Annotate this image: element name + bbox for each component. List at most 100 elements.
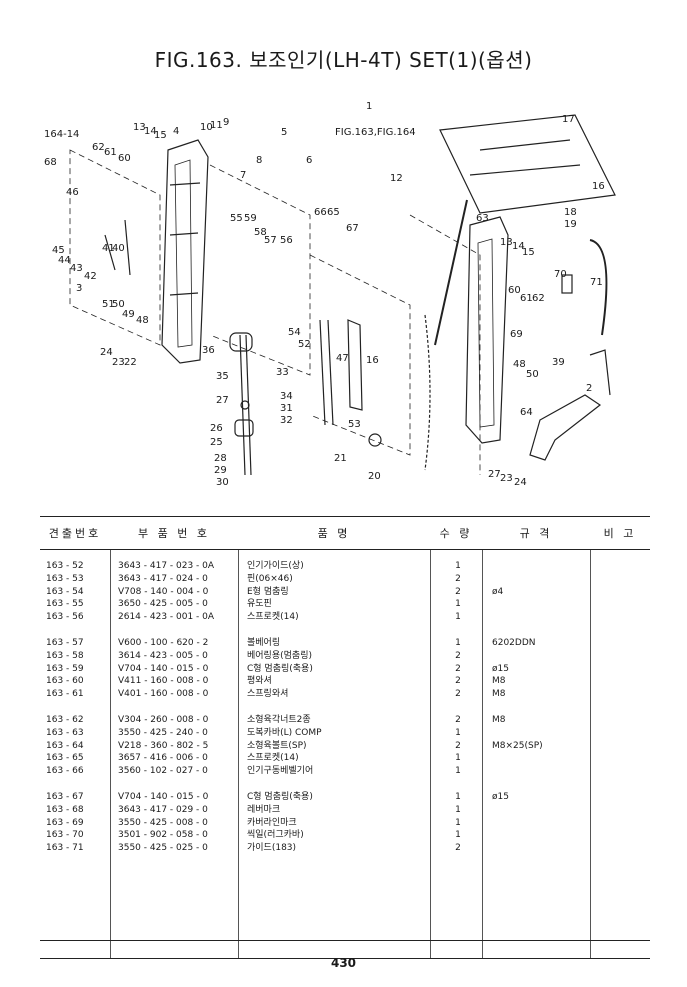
row-desc: 스프로켓(14) — [247, 753, 299, 764]
row-ref: 163 - 58 — [46, 650, 84, 661]
row-ref: 163 - 54 — [46, 586, 84, 597]
svg-text:13: 13 — [500, 237, 513, 248]
header-desc: 품 명 — [317, 527, 351, 540]
svg-text:71: 71 — [590, 277, 603, 288]
row-qty: 1 — [455, 766, 461, 777]
svg-text:54: 54 — [288, 327, 301, 338]
row-spec: M8 — [492, 676, 506, 687]
row-part-no: 2614 - 423 - 001 - 0A — [118, 612, 215, 623]
svg-text:13: 13 — [133, 122, 146, 133]
row-qty: 1 — [455, 753, 461, 764]
row-spec: M8 — [492, 715, 506, 725]
svg-text:50: 50 — [526, 369, 539, 380]
row-spec: ø15 — [492, 792, 509, 802]
row-desc: 평와셔 — [247, 676, 272, 687]
row-ref: 163 - 70 — [46, 830, 84, 841]
svg-text:64: 64 — [520, 407, 533, 418]
svg-text:58: 58 — [254, 227, 267, 238]
svg-text:15: 15 — [522, 247, 535, 258]
svg-text:60: 60 — [118, 153, 131, 164]
row-part-no: V411 - 160 - 008 - 0 — [118, 676, 209, 687]
row-part-no: V704 - 140 - 015 - 0 — [118, 663, 209, 674]
svg-text:16: 16 — [366, 355, 379, 366]
row-desc: 가이드(183) — [247, 843, 297, 854]
row-desc: 도복카바(L) COMP — [247, 727, 322, 738]
svg-text:41: 41 — [102, 243, 115, 254]
row-ref: 163 - 62 — [46, 715, 84, 725]
svg-text:30: 30 — [216, 477, 229, 488]
svg-text:32: 32 — [280, 415, 293, 426]
svg-text:23: 23 — [500, 473, 513, 484]
diagram-callouts: 164-14 13 14 15 4 10 11 9 68 62 61 60 7 … — [44, 101, 605, 488]
svg-text:29: 29 — [214, 465, 227, 476]
row-part-no: V218 - 360 - 802 - 5 — [118, 740, 209, 751]
row-qty: 1 — [455, 727, 461, 738]
row-part-no: 3650 - 425 - 005 - 0 — [118, 599, 208, 610]
header-spec: 규 격 — [519, 527, 553, 540]
row-desc: C형 멈춤링(축용) — [247, 663, 313, 674]
header-qty: 수 량 — [439, 527, 473, 540]
svg-text:70: 70 — [554, 269, 567, 280]
row-part-no: V401 - 160 - 008 - 0 — [118, 689, 209, 700]
svg-text:26: 26 — [210, 423, 223, 434]
svg-text:24: 24 — [514, 477, 527, 488]
row-part-no: 3643 - 417 - 024 - 0 — [118, 573, 208, 584]
row-part-no: 3614 - 423 - 005 - 0 — [118, 650, 208, 661]
svg-text:62: 62 — [532, 293, 545, 304]
row-spec: M8 — [492, 689, 506, 700]
row-desc: 볼베어링 — [247, 638, 281, 648]
row-part-no: 3657 - 416 - 006 - 0 — [118, 753, 208, 764]
exploded-parts-diagram: 164-14 13 14 15 4 10 11 9 68 62 61 60 7 … — [30, 95, 660, 495]
svg-text:60: 60 — [508, 285, 521, 296]
svg-text:61: 61 — [520, 293, 533, 304]
svg-text:5: 5 — [281, 127, 287, 138]
row-ref: 163 - 59 — [46, 663, 84, 674]
inset-box — [439, 114, 616, 214]
svg-text:59: 59 — [244, 213, 257, 224]
row-desc: 스프링와셔 — [247, 689, 289, 700]
svg-text:14: 14 — [144, 126, 157, 137]
svg-text:6: 6 — [306, 155, 312, 166]
svg-text:46: 46 — [66, 187, 79, 198]
row-part-no: V708 - 140 - 004 - 0 — [118, 586, 209, 597]
svg-text:52: 52 — [298, 339, 311, 350]
row-qty: 1 — [455, 817, 461, 828]
svg-text:53: 53 — [348, 419, 361, 430]
row-ref: 163 - 67 — [46, 792, 84, 802]
row-ref: 163 - 64 — [46, 740, 84, 751]
svg-text:3: 3 — [76, 283, 82, 294]
svg-text:2: 2 — [586, 383, 592, 394]
row-desc: 핀(06×46) — [247, 573, 293, 584]
row-qty: 1 — [455, 612, 461, 623]
svg-text:55: 55 — [230, 213, 243, 224]
svg-text:62: 62 — [92, 142, 105, 153]
svg-text:45: 45 — [52, 245, 65, 256]
row-ref: 163 - 71 — [46, 843, 84, 854]
row-ref: 163 - 60 — [46, 676, 84, 687]
svg-text:66: 66 — [314, 207, 327, 218]
svg-text:68: 68 — [44, 157, 57, 168]
svg-text:27: 27 — [488, 469, 501, 480]
svg-text:14: 14 — [512, 241, 525, 252]
svg-text:67: 67 — [346, 223, 359, 234]
row-ref: 163 - 66 — [46, 766, 84, 777]
svg-text:69: 69 — [510, 329, 523, 340]
page-number: 430 — [330, 956, 357, 970]
svg-text:12: 12 — [390, 173, 403, 184]
svg-text:7: 7 — [240, 170, 246, 181]
row-ref: 163 - 69 — [46, 817, 84, 828]
row-ref: 163 - 65 — [46, 753, 84, 764]
svg-text:44: 44 — [58, 255, 71, 266]
svg-text:24: 24 — [100, 347, 113, 358]
